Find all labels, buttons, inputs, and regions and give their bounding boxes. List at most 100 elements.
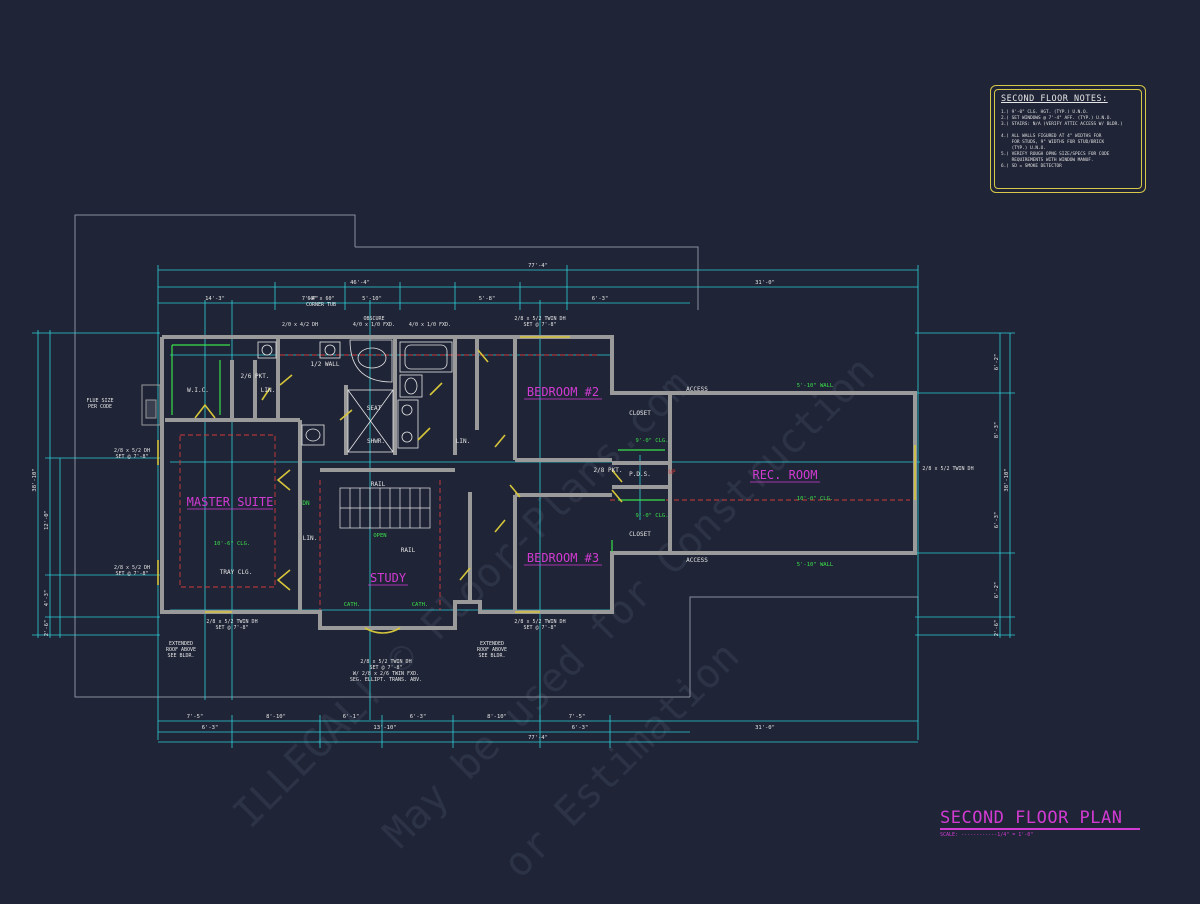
dim-bot-row2-2: 6'-3" [572, 725, 589, 731]
stairs [339, 487, 431, 529]
chimney [141, 384, 161, 426]
clg-closet-2: 9'-0" CLG. [635, 513, 668, 519]
callout-line: SET @ 7'-8" [369, 665, 402, 671]
shwr: SHWR. [367, 438, 385, 445]
dim-bot-row1-4: 8'-10" [487, 714, 507, 720]
room-closet-1: CLOSET [629, 410, 651, 417]
dim-bot-row1-0: 7'-5" [187, 714, 204, 720]
dim-top-row-4: 6'-3" [592, 296, 609, 302]
access-bot: ACCESS [686, 557, 708, 564]
callout-line: SET @ 7'-8" [523, 625, 556, 631]
callout-line: 2/8 x 5/2 TWIN DH [206, 619, 257, 625]
access-top: ACCESS [686, 386, 708, 393]
note-6: 6.) SD = SMOKE DETECTOR [1001, 164, 1062, 169]
dim-bot-row2-0: 6'-3" [202, 725, 219, 731]
dimension-lines [32, 265, 1015, 748]
dim-bot-row1-2: 6'-1" [343, 714, 360, 720]
dim-right-2: 38'-10" [1004, 468, 1010, 491]
callout-line: SEE BLDR. [167, 653, 194, 659]
closet-shelves [171, 344, 665, 552]
callout-line: 60" x 60" [307, 296, 334, 302]
watermark: ILLEGAL! © Floor-Plans.com May be used f… [225, 348, 884, 887]
callout-line: PER CODE [88, 404, 112, 410]
callout-line: FLUE SIZE [86, 398, 113, 404]
room-study: STUDY [370, 571, 407, 585]
dim-bot-a: 31'-0" [755, 725, 775, 731]
room-bedroom-3: BEDROOM #3 [527, 551, 599, 565]
pkt-2: 2/8 PKT. [594, 467, 623, 474]
dim-left-2: 4'-3" [44, 590, 50, 607]
dim-top-total: 77'-4" [528, 263, 548, 269]
note-3: 3.) STAIRS: N/A (VERIFY ATTIC ACCESS W/ … [1001, 122, 1123, 127]
dim-top-b: 31'-0" [755, 280, 775, 286]
callout-line: W/ 2/8 x 2/6 TWIN FXD. [353, 671, 419, 677]
corner-tub-callout: 60" x 60"CORNER TUB [306, 296, 336, 308]
callout-line: ROOF ABOVE [166, 647, 196, 653]
room-bedroom-2: BEDROOM #2 [527, 385, 599, 399]
walls [160, 335, 917, 630]
floor-notes-box: SECOND FLOOR NOTES: 1.) 9'-0" CLG. HGT. … [990, 85, 1146, 193]
half-wall: 1/2 WALL [311, 361, 340, 368]
dim-right-5: 2'-6" [994, 620, 1000, 637]
seat: SEAT [367, 405, 382, 412]
room-master-suite: MASTER SUITE [187, 495, 274, 509]
dim-top-row-1: 7'-4" [302, 296, 319, 302]
callout-line: SEE BLDR. [478, 653, 505, 659]
callout-line: OBSCURE [363, 316, 384, 322]
dim-bot-row2-1: 13'-10" [373, 725, 396, 731]
wall-bot: 5'-10" WALL [797, 562, 834, 568]
room-rec-room: REC. ROOM [752, 468, 817, 482]
dim-top-row-3: 5'-8" [479, 296, 496, 302]
callout-line: 2/8 x 5/2 TWIN DH [360, 659, 411, 665]
callout-line: 2/8 x 5/2 DH [114, 565, 150, 571]
callout-line: ROOF ABOVE [477, 647, 507, 653]
clg-master: 10'-6" CLG. [214, 541, 250, 547]
dim-right-0: 6'-2" [994, 354, 1000, 371]
callout-line: EXTENDED [169, 641, 193, 647]
room-closet-2: CLOSET [629, 531, 651, 538]
dim-left-0: 38'-10" [32, 468, 38, 491]
note-1: 1.) 9'-0" CLG. HGT. (TYP.) U.N.O. [1001, 110, 1089, 115]
dim-bot-row1-1: 8'-10" [266, 714, 286, 720]
clg-rec: 10'-0" CLG. [797, 496, 833, 502]
rail-1: RAIL [371, 481, 386, 488]
callout-line: 2/8 x 5/2 TWIN DH [514, 316, 565, 322]
room-labels: MASTER SUITE BEDROOM #2 BEDROOM #3 STUDY… [187, 385, 818, 585]
dim-bot-total: 77'-4" [528, 735, 548, 741]
note-5: 5.) VERIFY ROUGH OPNG SIZE/SPECS FOR COD… [1001, 152, 1110, 163]
dim-top-row-2: 5'-10" [362, 296, 382, 302]
note-2: 2.) SET WINDOWS @ 7'-4" AFF. (TYP.) U.N.… [1001, 116, 1113, 121]
callout-line: SET @ 7'-8" [115, 454, 148, 460]
callout-line: EXTENDED [480, 641, 504, 647]
dim-left-3: 2'-6" [44, 620, 50, 637]
ceiling-labels: 10'-6" CLG. 9'-0" CLG. 10'-0" CLG. 9'-0"… [214, 383, 834, 608]
room-wic: W.I.C. [187, 387, 209, 394]
dh-top-callout: 2/0 x 4/2 DH [282, 322, 318, 328]
twin-right-callout: 2/8 x 5/2 TWIN DH [922, 466, 973, 472]
dn-label: DN [302, 500, 310, 507]
dimension-text: 77'-4" 46'-4" 31'-0" 14'-3" 7'-4" 5'-10"… [32, 263, 1010, 741]
dim-left-1: 12'-0" [44, 510, 50, 530]
pds: P.D.S. [629, 471, 651, 478]
wall-top: 5'-10" WALL [797, 383, 834, 389]
dim-bot-row1-3: 6'-3" [410, 714, 427, 720]
callout-line: 2/8 x 5/2 DH [114, 448, 150, 454]
small-labels: CLOSET CLOSET W.I.C. LIN. LIN. LIN. SHWR… [187, 361, 708, 576]
plan-title: SECOND FLOOR PLAN [940, 808, 1123, 828]
dim-right-1: 8'-3" [994, 422, 1000, 439]
doors [157, 336, 916, 634]
dim-top-a: 46'-4" [350, 280, 370, 286]
callout-line: 2/8 x 5/2 TWIN DH [514, 619, 565, 625]
callout-line: SET @ 7'-8" [115, 571, 148, 577]
